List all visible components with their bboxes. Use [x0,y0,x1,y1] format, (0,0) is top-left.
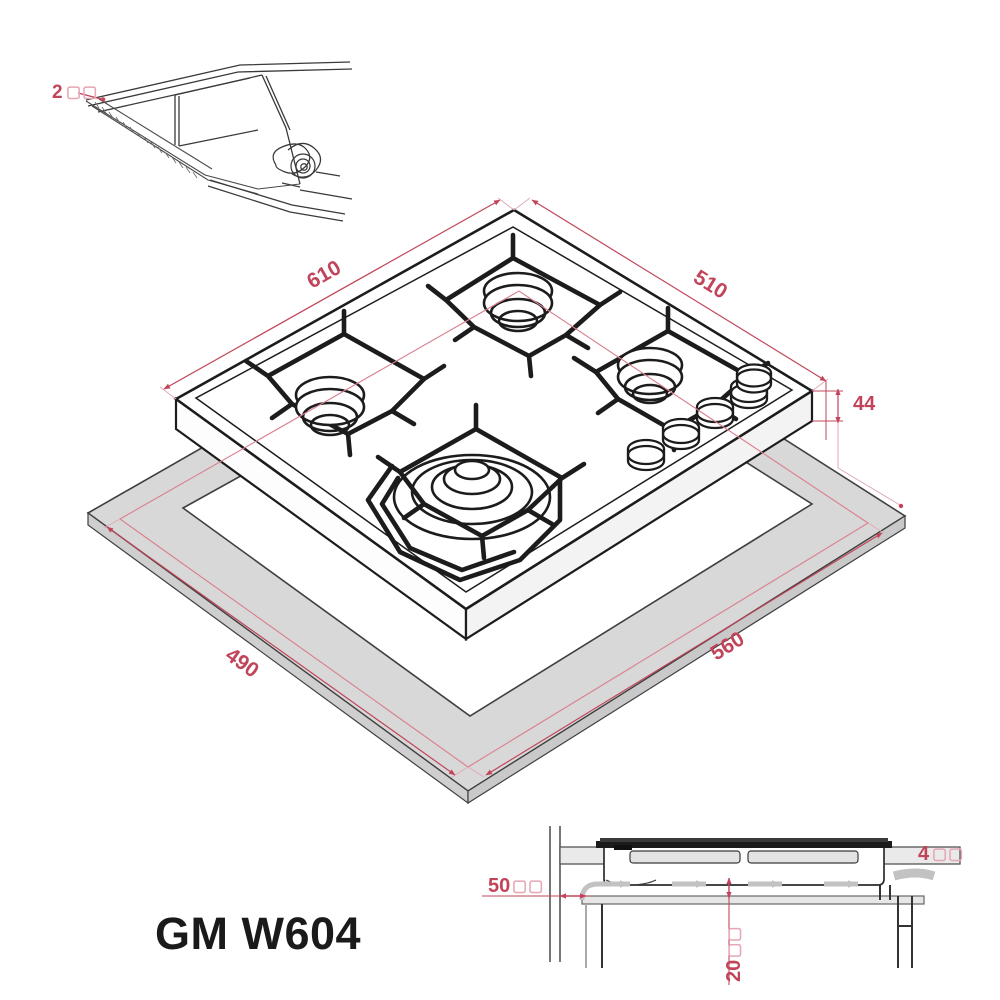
dim-label-44: 44 [853,393,876,415]
knob-1 [626,438,666,472]
knob-5 [735,363,773,394]
dim-label-490: 490 [221,643,263,682]
detail-installation-section: 50 ▢▢ 20 ▢▢ 4 ▢▢ [482,826,964,985]
knob-2 [661,417,701,451]
model-name-label: GM W604 [155,908,362,959]
worktop-slab-section [559,838,961,886]
dim-unit-edge-seal: ▢▢ [66,84,98,101]
dimension-44: 44 [812,381,904,509]
detail-edge-seal: 2 ▢▢ [52,61,353,222]
dim-label-50: 50 [488,875,510,897]
knob-3 [695,396,735,430]
dim-label-510: 510 [689,266,731,304]
dimension-50: 50 ▢▢ [482,875,590,899]
dim-unit-20: ▢▢ [726,926,743,958]
dim-label-edge-seal: 2 [52,82,63,103]
dimension-4: 4 ▢▢ [918,843,964,865]
cabinet-section [581,885,925,968]
control-knobs[interactable] [626,363,773,472]
leader-line-edge-seal [77,92,106,101]
burner-front-wok [392,453,552,541]
dim-unit-50: ▢▢ [512,878,544,895]
dim-unit-4: ▢▢ [932,846,964,863]
dimension-20: 20 ▢▢ [723,877,745,985]
dim-label-4: 4 [918,843,930,865]
main-isometric-view: 610 510 44 49 [86,197,907,805]
dim-label-20: 20 [723,960,745,982]
dim-label-610: 610 [303,256,345,293]
